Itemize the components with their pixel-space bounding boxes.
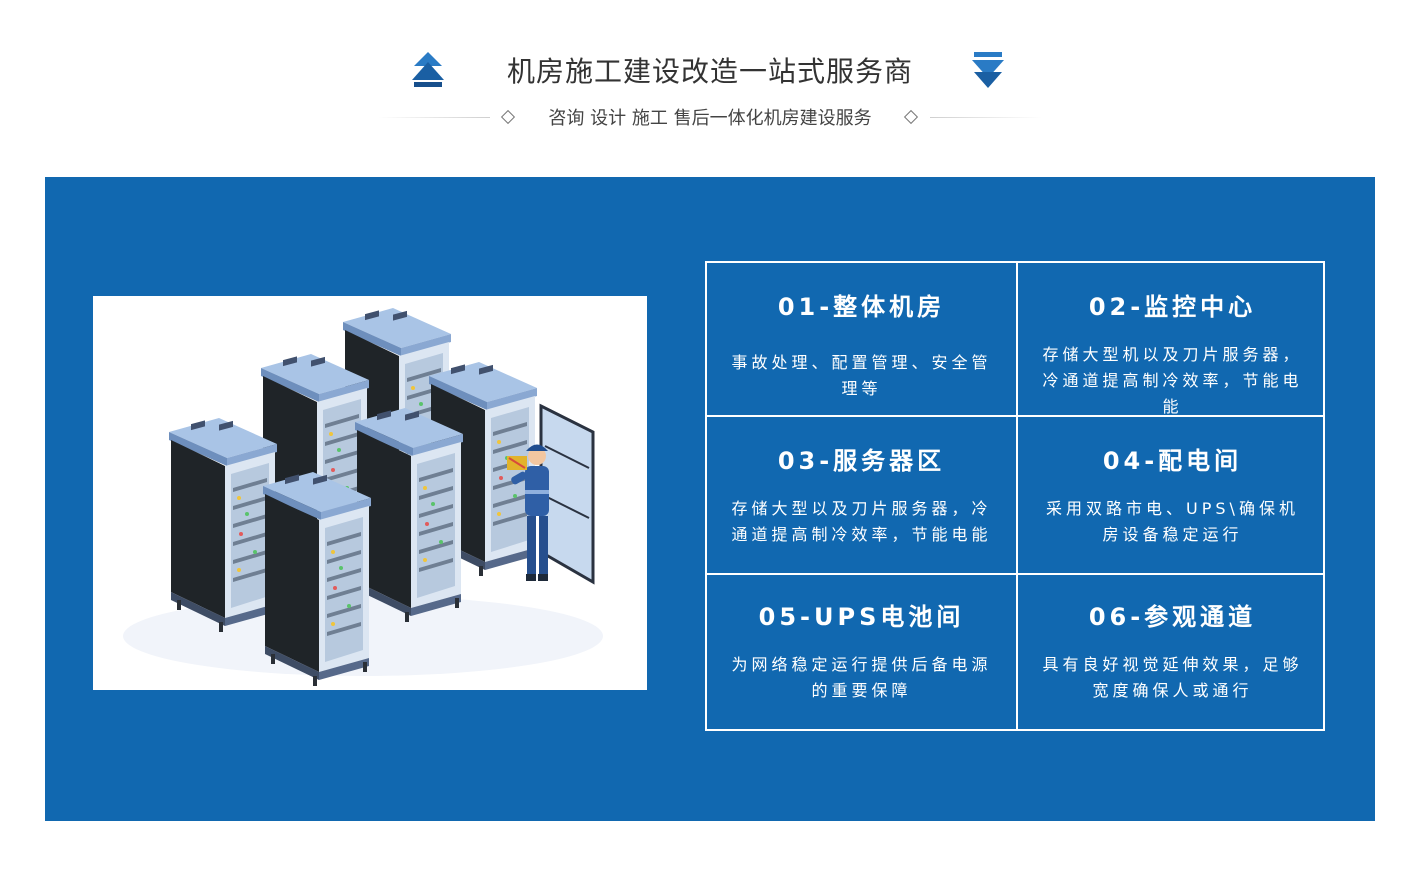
double-chevron-up-icon bbox=[412, 52, 444, 87]
area-description: 事故处理、配置管理、安全管理等 bbox=[731, 353, 992, 398]
area-card-01: 01-整体机房 事故处理、配置管理、安全管理等 bbox=[707, 287, 1016, 402]
area-title: 01-整体机房 bbox=[777, 293, 946, 321]
grid-divider bbox=[1016, 263, 1018, 729]
area-description: 存储大型机以及刀片服务器，冷通道提高制冷效率，节能电能 bbox=[1042, 345, 1303, 416]
area-title: 05-UPS电池间 bbox=[758, 603, 965, 631]
area-description: 采用双路市电、UPS\确保机房设备稳定运行 bbox=[1046, 499, 1299, 544]
section-header: 机房施工建设改造一站式服务商 咨询 设计 施工 售后一体化机房建设服务 bbox=[0, 0, 1420, 160]
page-title: 机房施工建设改造一站式服务商 bbox=[506, 55, 913, 88]
area-description: 为网络稳定运行提供后备电源的重要保障 bbox=[731, 655, 992, 700]
divider-left bbox=[378, 117, 490, 118]
content-panel: 01-整体机房 事故处理、配置管理、安全管理等 02-监控中心 存储大型机以及刀… bbox=[45, 177, 1375, 821]
area-title: 03-服务器区 bbox=[777, 447, 946, 475]
area-card-03: 03-服务器区 存储大型以及刀片服务器，冷通道提高制冷效率，节能电能 bbox=[707, 441, 1016, 548]
divider-right bbox=[930, 117, 1042, 118]
area-title: 02-监控中心 bbox=[1088, 293, 1257, 321]
grid-divider bbox=[707, 415, 1323, 417]
area-title: 06-参观通道 bbox=[1088, 603, 1257, 631]
area-description: 具有良好视觉延伸效果，足够宽度确保人或通行 bbox=[1042, 655, 1303, 700]
server-rack-illustration bbox=[93, 296, 647, 690]
area-card-05: 05-UPS电池间 为网络稳定运行提供后备电源的重要保障 bbox=[707, 597, 1016, 704]
double-chevron-down-icon bbox=[972, 52, 1004, 88]
area-card-04: 04-配电间 采用双路市电、UPS\确保机房设备稳定运行 bbox=[1018, 441, 1327, 548]
page-subtitle: 咨询 设计 施工 售后一体化机房建设服务 bbox=[548, 108, 872, 129]
area-title: 04-配电间 bbox=[1102, 447, 1243, 475]
area-description: 存储大型以及刀片服务器，冷通道提高制冷效率，节能电能 bbox=[731, 499, 992, 544]
area-card-02: 02-监控中心 存储大型机以及刀片服务器，冷通道提高制冷效率，节能电能 bbox=[1018, 287, 1327, 420]
area-card-06: 06-参观通道 具有良好视觉延伸效果，足够宽度确保人或通行 bbox=[1018, 597, 1327, 704]
service-area-grid: 01-整体机房 事故处理、配置管理、安全管理等 02-监控中心 存储大型机以及刀… bbox=[705, 261, 1325, 731]
grid-divider bbox=[707, 573, 1323, 575]
